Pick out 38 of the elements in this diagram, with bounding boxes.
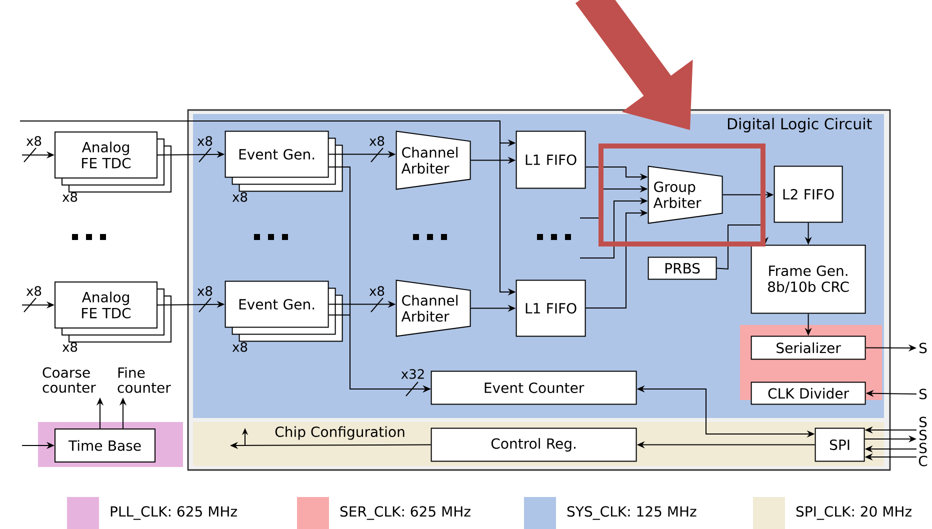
- block: Control Reg.: [430, 428, 637, 462]
- signal-label: C: [918, 456, 928, 466]
- edge-label: x32: [401, 369, 424, 379]
- block: L1 FIFO: [516, 130, 586, 189]
- edge-label: x8: [369, 286, 384, 296]
- block: PRBS: [648, 256, 717, 280]
- signal-label: S: [919, 342, 927, 354]
- edge-label: x8: [369, 136, 384, 146]
- block: L2 FIFO: [774, 166, 843, 223]
- block: SPI: [814, 428, 865, 462]
- legend-label: SYS_CLK: 125 MHz: [567, 506, 696, 520]
- block: Serializer: [750, 336, 866, 360]
- signal-label: Coarse counter: [42, 367, 96, 393]
- multiplicity-label: x8: [62, 342, 78, 352]
- signal-label: S: [919, 442, 927, 454]
- arbiter-trapezoid: Group Arbiter: [648, 166, 723, 224]
- legend-label: PLL_CLK: 625 MHz: [110, 506, 237, 520]
- multiplicity-label: x8: [62, 192, 78, 202]
- signal-label: S: [919, 430, 927, 440]
- multiplicity-label: x8: [232, 342, 248, 352]
- block: Frame Gen. 8b/10b CRC: [750, 244, 866, 314]
- block: Time Base: [54, 428, 156, 462]
- arbiter-trapezoid: Channel Arbiter: [396, 130, 471, 190]
- edge-label: x8: [26, 286, 42, 296]
- edge-label: x8: [26, 136, 42, 146]
- block: Event Counter: [430, 370, 637, 405]
- legend-label: SER_CLK: 625 MHz: [340, 506, 470, 520]
- multiplicity-label: x8: [232, 192, 248, 202]
- legend-label: SPI_CLK: 20 MHz: [796, 506, 912, 520]
- edge-label: x8: [197, 136, 212, 146]
- signal-label: Fine counter: [118, 367, 171, 393]
- signal-label: S: [919, 416, 927, 428]
- signal-label: S: [919, 388, 927, 400]
- arbiter-trapezoid: Channel Arbiter: [396, 280, 471, 337]
- block: CLK Divider: [750, 382, 866, 405]
- edge-label: x8: [197, 286, 212, 296]
- block: L1 FIFO: [516, 280, 586, 337]
- edge-label: Chip Configuration: [275, 426, 404, 440]
